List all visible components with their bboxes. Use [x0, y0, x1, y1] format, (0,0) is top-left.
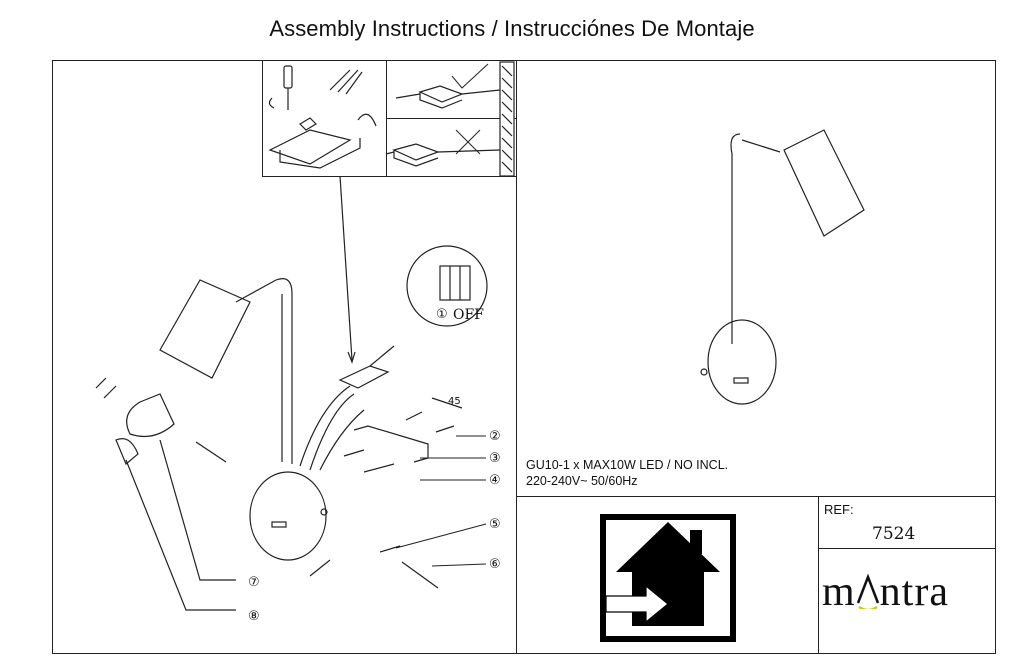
page-title: Assembly Instructions / Instrucciónes De… — [269, 16, 755, 41]
brand-prefix: m — [822, 569, 856, 615]
divider-inset-row — [386, 118, 516, 119]
ref-value: 7524 — [872, 524, 916, 544]
divider-info-top — [516, 496, 996, 497]
divider-ref — [818, 548, 996, 549]
divider-inset-left — [262, 60, 263, 177]
brand-a-mark — [856, 568, 880, 616]
callout-8: ⑧ — [248, 609, 260, 624]
callout-4: ④ — [489, 473, 501, 488]
callout-6: ⑥ — [489, 557, 501, 572]
cross-mark-icon — [455, 129, 481, 155]
callout-5: ⑤ — [489, 517, 501, 532]
breaker-off-label: OFF — [453, 307, 484, 323]
spec-voltage: 220-240V~ 50/60Hz — [526, 474, 638, 488]
indoor-use-house-icon — [600, 514, 736, 642]
ref-label: REF: — [824, 502, 854, 517]
divider-top-inset — [262, 176, 516, 177]
lamp-shade — [159, 279, 251, 379]
divider-info-mid — [818, 496, 819, 654]
callout-3: ③ — [489, 451, 501, 466]
screwdriver-icon — [268, 65, 293, 110]
callout-2: ② — [489, 429, 501, 444]
wall-plate — [249, 471, 327, 561]
gu10-bulb — [126, 393, 175, 437]
dimension-label: 45 — [448, 396, 461, 407]
rotate-arrow-icon — [357, 113, 377, 127]
spec-bulb: GU10-1 x MAX10W LED / NO INCL. — [526, 458, 729, 472]
product-sketch — [700, 129, 865, 405]
divider-vertical-main — [516, 60, 517, 654]
callout-7: ⑦ — [248, 575, 260, 590]
check-mark-icon — [451, 63, 489, 89]
brand-suffix: ntra — [879, 569, 949, 615]
breaker-step: ① — [436, 307, 448, 322]
instruction-frame — [52, 60, 996, 654]
